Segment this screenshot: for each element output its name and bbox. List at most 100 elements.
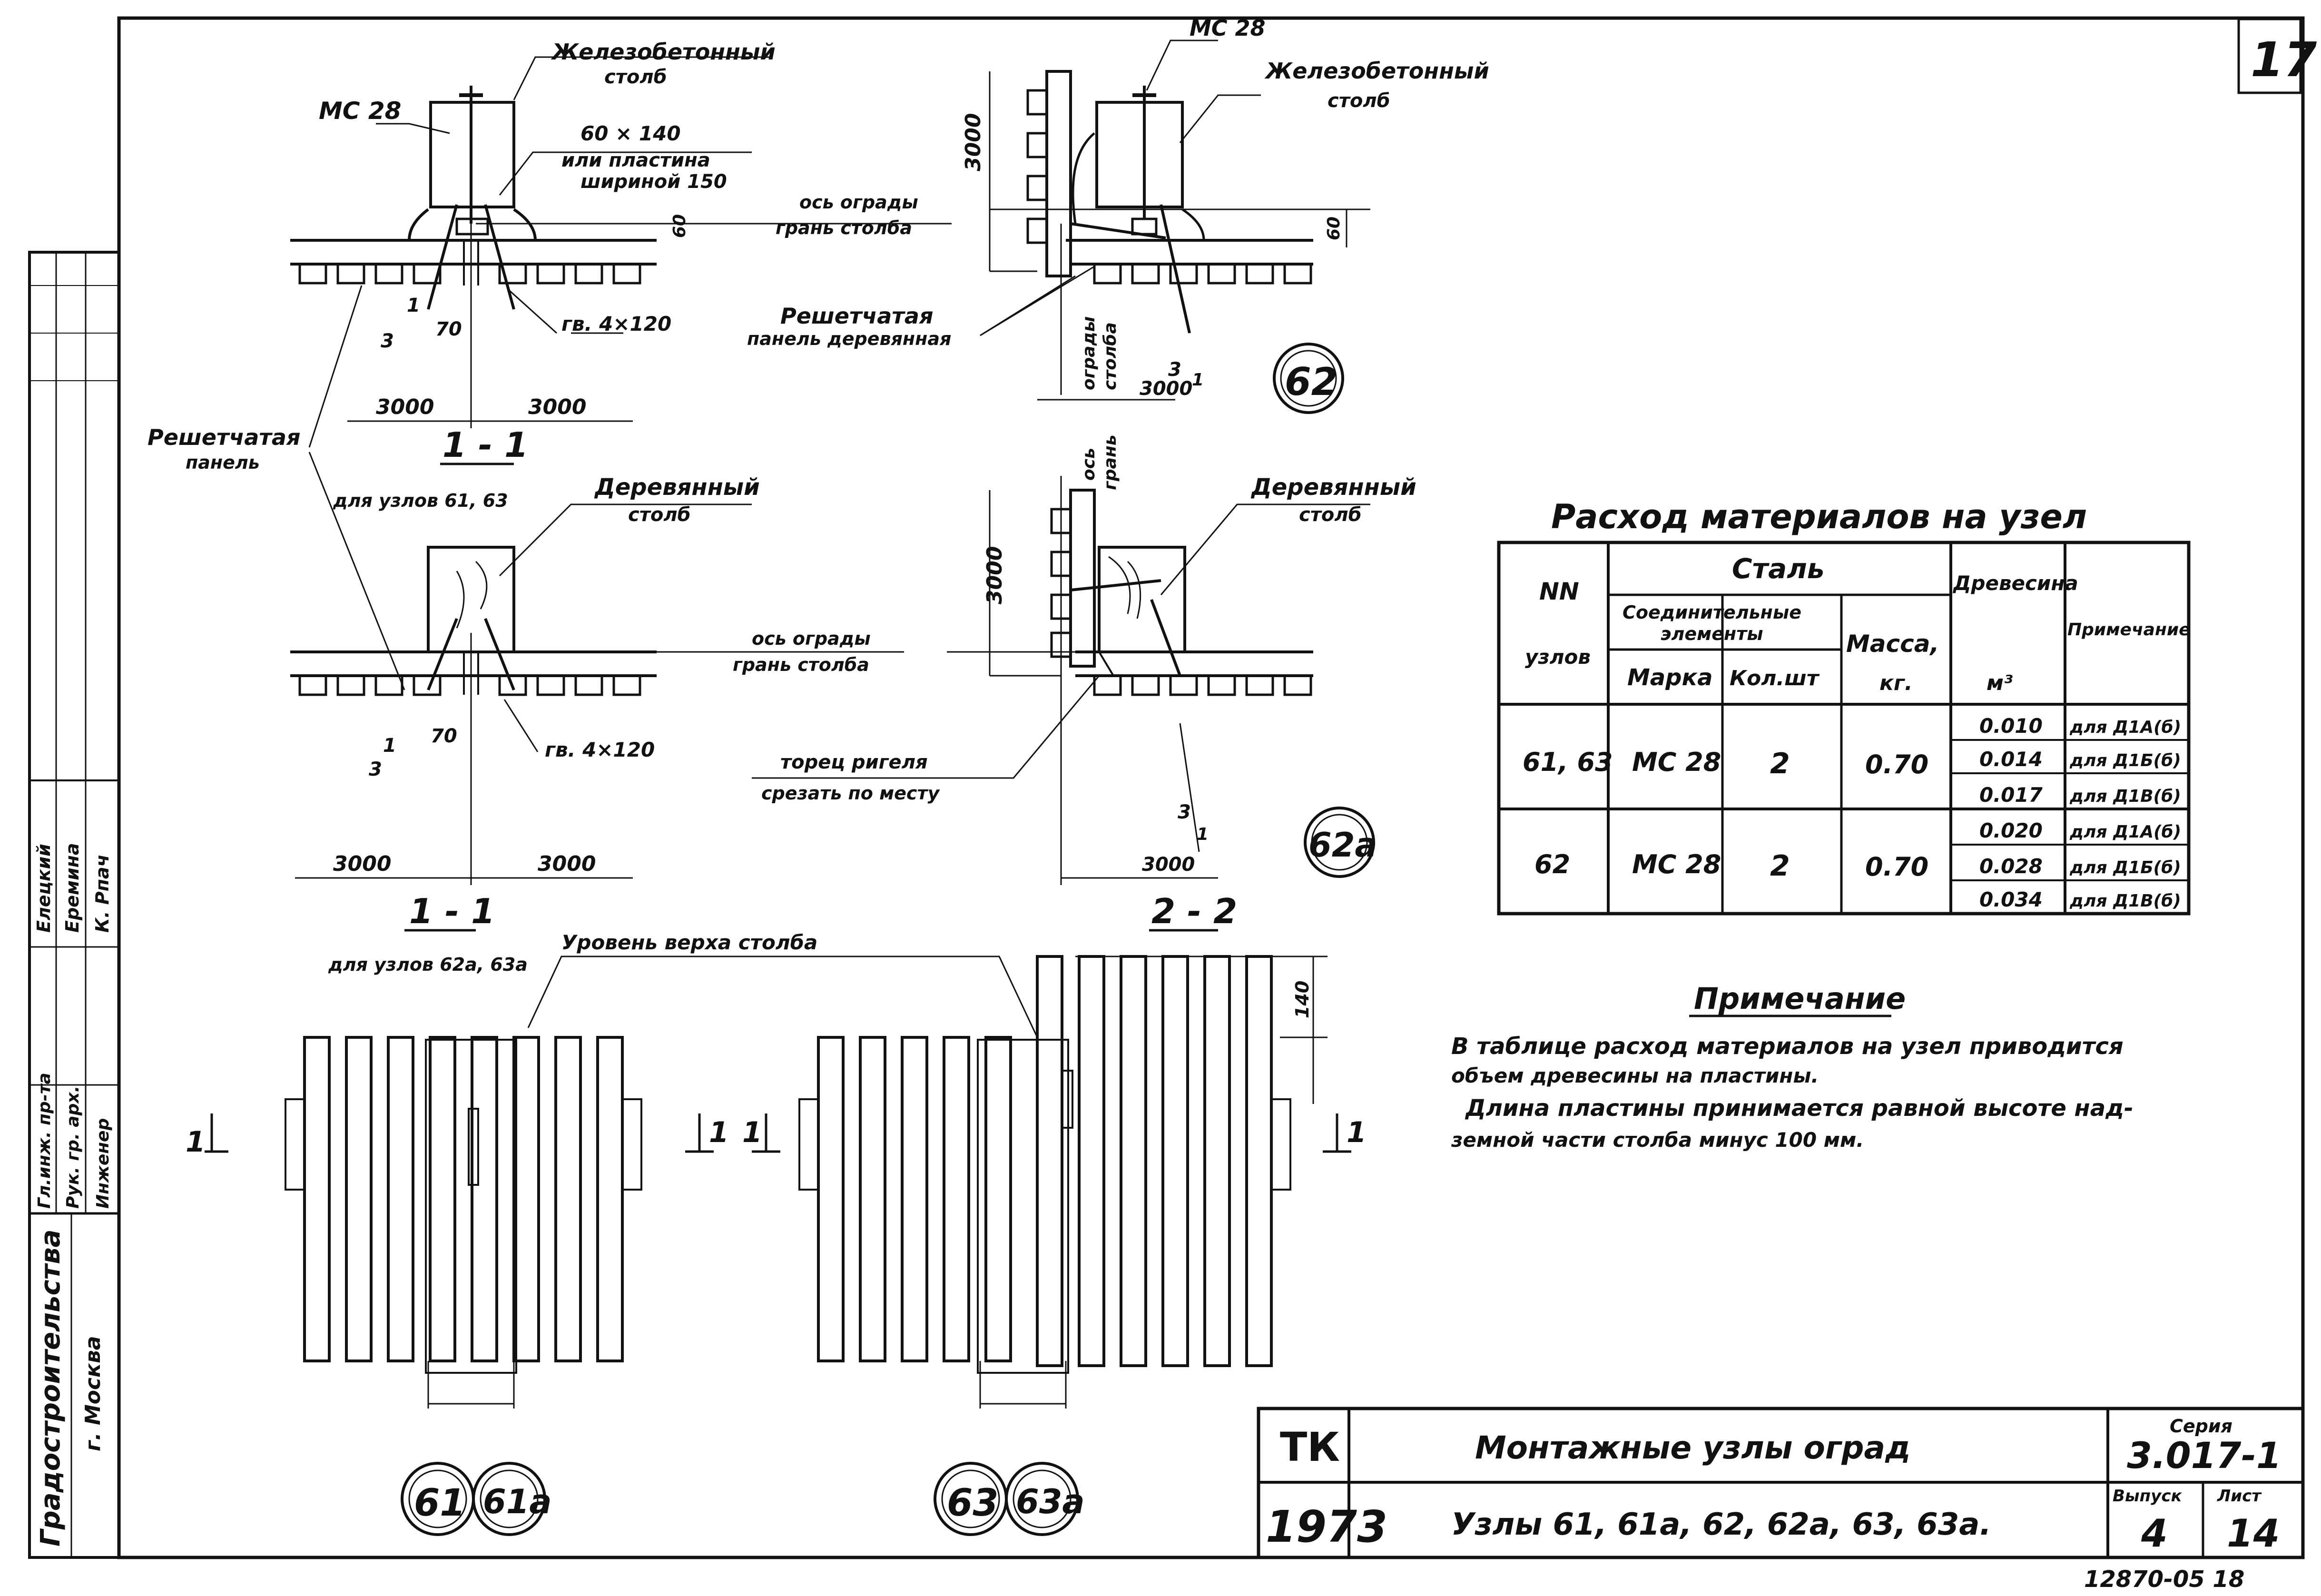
n62-label-panel-2: панель деревянная xyxy=(747,328,951,349)
label-panel-1: Решетчатая xyxy=(148,424,300,450)
sec2-label-post-wood-1: Деревянный xyxy=(594,474,760,501)
n62-dim-3000-v: 3000 xyxy=(961,113,985,171)
n62a-axis-v-2: грань xyxy=(1101,434,1120,490)
tb-subtitle: Узлы 61, 61а, 62, 62а, 63, 63а. xyxy=(1451,1507,1991,1542)
sec2-dim-70: 70 xyxy=(431,725,457,747)
tb-issue-label: Выпуск xyxy=(2113,1487,2182,1506)
sec1-label-plate-1: 60 × 140 xyxy=(580,122,681,145)
sec1-dim-60: 60 xyxy=(670,214,689,238)
sec2-label-post-wood-2: столб xyxy=(628,504,691,526)
th-wood-1: Древесина xyxy=(1952,571,2078,595)
elev61-cut-left: 1 xyxy=(186,1125,206,1159)
r1-note-1: для Д1А(б) xyxy=(2069,718,2181,737)
elevation-63: 1 1 140 Уровень верха столба 63 63а xyxy=(527,931,1367,1536)
n62a-badge: 62а xyxy=(1308,826,1377,865)
note-line-1: В таблице расход материалов на узел прив… xyxy=(1451,1033,2124,1060)
r1-qty: 2 xyxy=(1770,747,1790,780)
sec2-nail: гв. 4×120 xyxy=(545,738,655,761)
sec2-sub: для узлов 62а, 63а xyxy=(328,954,528,975)
n62-badge: 62 xyxy=(1285,360,1338,404)
sec1-dim-right: 3000 xyxy=(528,395,586,419)
section-1-1-top: Железобетонный столб МС 28 60 × 140 или … xyxy=(290,39,952,511)
materials-table: Расход материалов на узел NN узлов Сталь… xyxy=(1497,497,2191,916)
sec1-sub: для узлов 61, 63 xyxy=(333,490,508,511)
r1-nodes: 61, 63 xyxy=(1523,747,1613,777)
th-mass-1: Масса, xyxy=(1846,630,1939,658)
r2-qty: 2 xyxy=(1770,849,1790,883)
title-block: ТК 1973 Монтажные узлы оград Узлы 61, 61… xyxy=(1257,1407,2305,1559)
elev-label-top-level: Уровень верха столба xyxy=(561,931,817,954)
tb-title: Монтажные узлы оград xyxy=(1475,1429,1910,1466)
elev-badge-61a: 61а xyxy=(483,1482,552,1521)
r2-mark: МС 28 xyxy=(1632,849,1721,879)
n62a-label-post-wood-2: столб xyxy=(1299,504,1362,526)
n62-slope-3: 3 xyxy=(1168,359,1181,381)
tb-year: 1973 xyxy=(1266,1501,1387,1552)
sheet-number: 17 xyxy=(2251,32,2317,88)
note-line-2: объем древесины на пластины. xyxy=(1451,1064,1819,1087)
elev-badge-63: 63 xyxy=(947,1482,999,1525)
tb-sheet: 14 xyxy=(2227,1511,2280,1556)
sec1-label-mc: МС 28 xyxy=(319,97,401,125)
r2-wood-1: 0.020 xyxy=(1979,819,2043,842)
r1-note-2: для Д1Б(б) xyxy=(2069,751,2181,770)
th-connecting-1: Соединительные xyxy=(1623,602,1801,623)
r2-wood-3: 0.034 xyxy=(1979,888,2043,911)
sec2-label-face: грань столба xyxy=(733,654,869,675)
tb-sheet-label: Лист xyxy=(2217,1487,2262,1506)
node-62a: ось грань Деревянный столб 3000 торец ри… xyxy=(752,434,1416,932)
n62a-dim-3000-v: 3000 xyxy=(983,546,1007,604)
n62a-label-rigel-2: срезать по месту xyxy=(761,783,940,804)
n62-label-post-rc-2: столб xyxy=(1328,90,1390,112)
note-line-3: Длина пластины принимается равной высоте… xyxy=(1465,1095,2134,1122)
materials-title: Расход материалов на узел xyxy=(1551,497,2087,536)
stamp-org: Градостроительства xyxy=(35,1230,66,1547)
tb-tk: ТК xyxy=(1280,1424,1340,1470)
r1-mass: 0.70 xyxy=(1865,749,1928,779)
r1-wood-1: 0.010 xyxy=(1979,714,2043,738)
sec1-dim-left: 3000 xyxy=(376,395,434,419)
stamp-role-3: Инженер xyxy=(93,1118,113,1209)
sec1-label-plate-2: или пластина xyxy=(561,149,710,171)
n62a-section-title: 2 - 2 xyxy=(1151,891,1237,931)
elev63-cut-right: 1 xyxy=(1347,1116,1367,1149)
n62a-label-post-wood-1: Деревянный xyxy=(1250,474,1416,501)
n62a-slope-1: 1 xyxy=(1197,825,1209,844)
th-qty: Кол.шт xyxy=(1730,666,1820,690)
sec2-slope-1: 1 xyxy=(383,735,396,757)
stamp-name-2: Еремина xyxy=(62,843,83,933)
th-nodes-1: NN xyxy=(1539,578,1579,605)
th-nodes-2: узлов xyxy=(1525,645,1591,669)
elev-badge-61: 61 xyxy=(414,1482,466,1525)
sec2-dim-left: 3000 xyxy=(333,852,391,876)
n62a-slope-3: 3 xyxy=(1178,801,1191,823)
sec2-slope-3: 3 xyxy=(369,759,382,780)
n62-label-mc: МС 28 xyxy=(1190,15,1266,41)
tb-series-label: Серия xyxy=(2170,1416,2232,1437)
elevation-61: 1 1 61 61а xyxy=(186,1036,729,1536)
sec1-label-face: грань столба xyxy=(776,217,912,238)
stamp-role-1: Гл.инж. пр-та xyxy=(35,1073,54,1209)
note-block: Примечание В таблице расход материалов н… xyxy=(1451,981,2134,1152)
sec1-dim-70: 70 xyxy=(435,318,462,340)
sec2-label-axis: ось ограды xyxy=(752,628,871,649)
sec1-slope-1: 1 xyxy=(407,295,420,316)
label-panel-2: панель xyxy=(186,452,260,473)
n62a-label-rigel-1: торец ригеля xyxy=(780,751,928,773)
section-1-1-mid: Деревянный столб ось ограды грань столба… xyxy=(290,474,904,975)
tb-series: 3.017-1 xyxy=(2127,1434,2282,1477)
sec2-title: 1 - 1 xyxy=(409,891,495,931)
sec1-label-plate-3: шириной 150 xyxy=(580,171,727,193)
tb-issue: 4 xyxy=(2141,1511,2168,1556)
r2-wood-2: 0.028 xyxy=(1979,855,2043,878)
sheet-number-box xyxy=(2237,18,2302,94)
th-note: Примечание xyxy=(2067,620,2191,640)
note-line-4: земной части столба минус 100 мм. xyxy=(1451,1128,1864,1152)
r1-mark: МС 28 xyxy=(1632,747,1721,777)
n62-axis-v-2: столба xyxy=(1101,322,1120,390)
node-62: МС 28 Железобетонный столб 3000 60 Решет… xyxy=(747,15,1489,414)
r2-mass: 0.70 xyxy=(1865,852,1928,882)
sec1-title: 1 - 1 xyxy=(443,425,528,465)
r2-note-3: для Д1В(б) xyxy=(2069,891,2181,911)
